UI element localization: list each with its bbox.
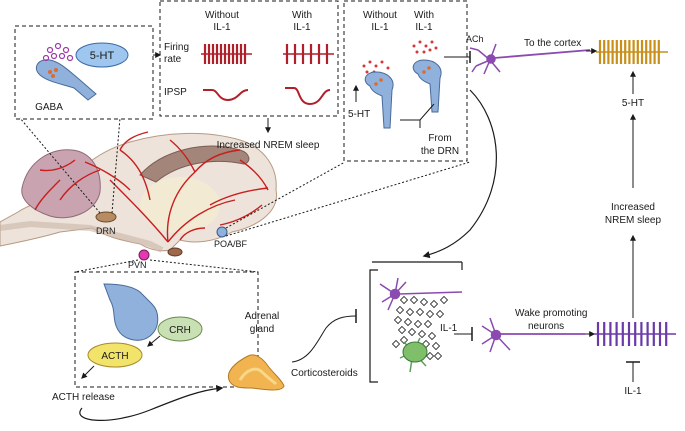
brain-illustration	[0, 131, 277, 261]
ipsp-trace-with	[285, 87, 331, 106]
increased-right-label-a: Increased	[611, 202, 655, 213]
crh-bubble	[157, 316, 203, 342]
il1-diamond	[399, 295, 409, 305]
il1-diamond	[433, 351, 443, 361]
acth-label: ACTH	[101, 351, 128, 362]
gaba-vesicles	[42, 42, 74, 62]
il1-diamond	[431, 341, 441, 351]
il1-diamond	[403, 317, 413, 327]
il1-diamond	[435, 309, 445, 319]
spike-train-without-il1	[201, 44, 252, 64]
il1-diamond	[395, 305, 405, 315]
wake-label-a: Wake promoting	[515, 308, 587, 319]
cerebellum	[21, 149, 101, 219]
serotonin-bubble	[75, 42, 129, 68]
ach-label: ACh	[466, 34, 484, 44]
cortex-neuron	[469, 43, 591, 75]
acth-bubble	[87, 342, 143, 368]
five-ht-top-label: 5-HT	[90, 50, 115, 62]
from-drn-label-a: From	[428, 133, 451, 144]
adrenal-label-b: gland	[250, 324, 274, 335]
il1-diamond	[415, 307, 425, 317]
ipsp-label: IPSP	[164, 87, 187, 98]
wake-spike-train	[594, 322, 676, 346]
increased-right-label-b: NREM sleep	[605, 215, 662, 226]
gaba-label: GABA	[35, 102, 63, 113]
increased-nrem-top-label: Increased NREM sleep	[217, 140, 320, 151]
five-ht-mid-label: 5-HT	[348, 109, 370, 120]
il1-diamond	[393, 315, 403, 325]
without-il1-label-b: IL-1	[213, 22, 231, 33]
adrenal-gland	[228, 354, 285, 391]
pvn-nucleus	[138, 249, 150, 261]
drn-with-label-a: With	[414, 10, 434, 21]
firing-panel: Without IL-1 With IL-1 Firing rate IPSP	[159, 0, 339, 117]
drn-neuron-without	[364, 71, 394, 129]
drn-nucleus	[95, 211, 117, 223]
acth-release-label: ACTH release	[52, 392, 115, 403]
crh-label: CRH	[169, 325, 191, 336]
pituitary	[167, 247, 183, 257]
drn-without-label-b: IL-1	[371, 22, 389, 33]
gaba-panel: 5-HT GABA	[14, 25, 154, 120]
il1-diamond	[391, 339, 401, 349]
wake-label-b: neurons	[528, 321, 564, 332]
il1-diamond	[407, 327, 417, 337]
spike-train-with-il1	[283, 44, 334, 64]
il1-diamond	[409, 295, 419, 305]
il1-center-label: IL-1	[440, 323, 458, 334]
pituitary-cell	[103, 283, 159, 341]
dotted-connectors	[19, 117, 471, 273]
il1-diamond	[439, 295, 449, 305]
without-il1-label-a: Without	[205, 10, 239, 21]
il1-diamond	[419, 297, 429, 307]
il1-diamond	[425, 351, 435, 361]
five-ht-right-label: 5-HT	[622, 98, 644, 109]
il1-right-label: IL-1	[624, 386, 642, 397]
il1-diamond	[405, 307, 415, 317]
with-il1-label-a: With	[292, 10, 312, 21]
il1-dots-with	[412, 40, 438, 54]
hpa-panel: CRH ACTH	[74, 271, 259, 388]
center-bracket	[369, 261, 463, 383]
drn-panel: Without IL-1 With IL-1 5-HT From the DRN	[343, 0, 468, 162]
drn-with-label-b: IL-1	[415, 22, 433, 33]
with-il1-label-b: IL-1	[293, 22, 311, 33]
blood-vessels	[34, 131, 269, 243]
il1-diamond	[423, 319, 433, 329]
firing-rate-label-b: rate	[164, 54, 182, 65]
il1-diamond	[425, 309, 435, 319]
purple-neuron-top	[379, 277, 463, 311]
cortex-spike-train	[596, 40, 668, 64]
poa-bf-label: POA/BF	[214, 239, 248, 249]
gaba-neuron-terminal	[35, 59, 97, 101]
pvn-label: PVN	[128, 260, 147, 270]
from-drn-label-b: the DRN	[421, 146, 459, 157]
firing-rate-label-a: Firing	[164, 42, 189, 53]
wake-promoting-neuron	[481, 317, 585, 353]
ipsp-trace-without	[203, 89, 249, 102]
il1-diamond	[397, 325, 407, 335]
green-cell	[399, 337, 428, 373]
poa-bf-nucleus	[216, 226, 228, 238]
il1-diamond	[399, 335, 409, 345]
il1-diamond	[427, 331, 437, 341]
il1-diamond	[413, 319, 423, 329]
il1-diamond	[417, 329, 427, 339]
adrenal-label-a: Adrenal	[245, 311, 279, 322]
il1-diamond	[429, 299, 439, 309]
drn-label: DRN	[96, 226, 116, 236]
corticosteroids-label: Corticosteroids	[291, 368, 358, 379]
drn-without-label-a: Without	[363, 10, 397, 21]
to-cortex-label: To the cortex	[524, 38, 581, 49]
drn-neuron-with	[412, 59, 442, 113]
